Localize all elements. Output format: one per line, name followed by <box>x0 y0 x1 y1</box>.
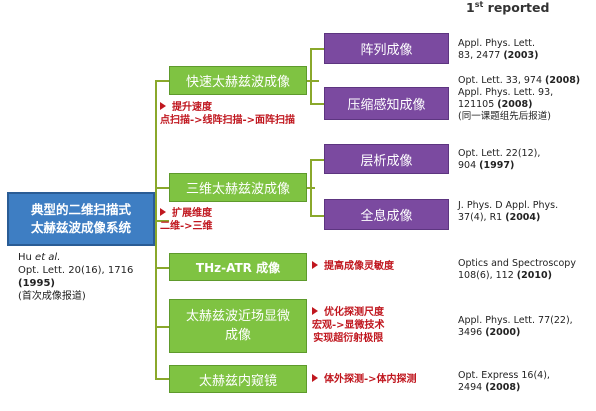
ref-array-imaging: Appl. Phys. Lett. 83, 2477 (2003) <box>458 38 539 61</box>
connector-trunk <box>155 80 157 378</box>
root-label-line2: 太赫兹波成像系统 <box>30 220 131 235</box>
branch-near-field: 太赫兹波近场显微 成像 <box>169 299 307 353</box>
child-array-imaging: 阵列成像 <box>324 33 449 64</box>
connector-b1 <box>155 80 169 82</box>
first-reported-header: 1st reported <box>466 0 550 16</box>
connector-b5 <box>155 378 169 380</box>
root-ref: Hu et al. Opt. Lett. 20(16), 1716 (1995)… <box>18 252 134 302</box>
note-arrow-icon <box>312 261 318 269</box>
note-fast-imaging: 提升速度 点扫描->线阵扫描->面阵扫描 <box>160 102 296 126</box>
note-endoscope: 体外探测->体内探测 <box>312 373 417 386</box>
ref-thz-atr: Optics and Spectroscopy 108(6), 112 (201… <box>458 258 576 281</box>
connector-b1-c2 <box>310 103 324 105</box>
connector-b1-c1 <box>310 48 324 50</box>
note-thz-atr: 提高成像灵敏度 <box>312 260 394 273</box>
ref-compressed-sensing: Opt. Lett. 33, 974 (2008) Appl. Phys. Le… <box>458 75 581 122</box>
ref-endoscope: Opt. Express 16(4), 2494 (2008) <box>458 370 550 393</box>
root-node: 典型的二维扫描式 太赫兹波成像系统 <box>7 192 155 246</box>
connector-b2 <box>155 187 169 189</box>
note-arrow-icon <box>312 374 318 382</box>
branch-fast-imaging: 快速太赫兹波成像 <box>169 66 307 95</box>
ref-near-field: Appl. Phys. Lett. 77(22), 3496 (2000) <box>458 315 573 338</box>
connector-root <box>155 220 169 222</box>
connector-b1-out <box>307 80 319 82</box>
note-arrow-icon <box>312 307 318 315</box>
child-compressed-sensing: 压缩感知成像 <box>324 87 449 120</box>
connector-b2-c2 <box>310 215 324 217</box>
note-near-field: 优化探测尺度 宏观->显微技术 实现超衍射极限 <box>312 307 385 344</box>
branch-3d-imaging: 三维太赫兹波成像 <box>169 173 307 202</box>
note-arrow-icon <box>160 102 166 110</box>
connector-b3 <box>155 267 169 269</box>
ref-tomography: Opt. Lett. 22(12), 904 (1997) <box>458 148 541 171</box>
child-tomography: 层析成像 <box>324 144 449 174</box>
connector-b4 <box>155 326 169 328</box>
note-3d-imaging: 扩展维度 二维->三维 <box>160 208 213 232</box>
branch-endoscope: 太赫兹内窥镜 <box>169 365 307 393</box>
child-holography: 全息成像 <box>324 199 449 230</box>
branch-thz-atr: THz-ATR 成像 <box>169 253 307 281</box>
root-label-line1: 典型的二维扫描式 <box>30 202 131 217</box>
note-arrow-icon <box>160 208 166 216</box>
ref-holography: J. Phys. D Appl. Phys. 37(4), R1 (2004) <box>458 200 559 223</box>
connector-b2-c1 <box>310 159 324 161</box>
connector-b1-vert <box>310 48 312 104</box>
connector-b2-vert <box>310 159 312 217</box>
